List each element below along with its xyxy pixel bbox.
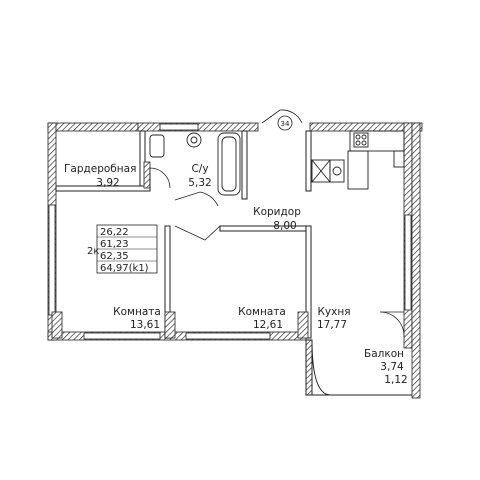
bathroom-fixtures xyxy=(149,132,241,196)
unit-badge-label: 34 xyxy=(281,120,290,128)
windows xyxy=(48,123,412,340)
kitchen-counter-side xyxy=(347,150,369,190)
room-area-bathroom: 5,32 xyxy=(188,177,211,189)
summary-value-3: 62,35 xyxy=(100,251,129,262)
room-area-room2: 12,61 xyxy=(253,319,283,331)
door-bath xyxy=(174,191,219,207)
window-room1 xyxy=(83,332,161,340)
burner-3-icon xyxy=(355,140,361,146)
room-name-room2: Комната xyxy=(238,306,286,318)
sink xyxy=(186,132,202,148)
wall-wardrobe-bottom xyxy=(55,185,151,192)
room-area-balcony: 3,74 xyxy=(380,361,404,373)
room-area-corridor: 8,00 xyxy=(273,220,296,232)
summary-value-1: 26,22 xyxy=(100,227,129,238)
pillar-4 xyxy=(143,161,151,189)
kitchen-sink xyxy=(329,159,345,183)
room-name-balcony: Балкон xyxy=(364,348,404,360)
pillar-2 xyxy=(51,311,63,339)
room-name-kitchen: Кухня xyxy=(317,306,350,318)
room-area-kitchen: 17,77 xyxy=(317,319,347,331)
doors xyxy=(149,109,405,337)
pillar-1 xyxy=(164,311,176,339)
summary-value-4: 64,97(k1) xyxy=(100,263,149,274)
interior-walls xyxy=(55,130,312,339)
window-room2 xyxy=(185,332,271,340)
room-name-room1: Комната xyxy=(113,306,161,318)
stove xyxy=(353,132,369,148)
room-area-room1: 13,61 xyxy=(130,319,160,331)
wall-top-left xyxy=(47,122,139,132)
unit-badge-circle xyxy=(277,115,293,131)
door-room1 xyxy=(174,225,221,241)
sink-drain xyxy=(190,136,198,144)
room-name-wardrobe: Гардеробная xyxy=(64,163,136,175)
kitchen-counter-top xyxy=(349,130,405,152)
apartment-type: 2к xyxy=(87,246,99,257)
door-wardrobe xyxy=(149,167,171,189)
pillars xyxy=(51,161,309,339)
wall-room2-kitchen xyxy=(305,225,312,339)
room-area-balcony-2: 1,12 xyxy=(384,374,407,386)
balcony-curve xyxy=(311,339,331,396)
toilet xyxy=(149,134,165,158)
room-area-wardrobe: 3,92 xyxy=(96,177,119,189)
burner-2-icon xyxy=(361,134,367,140)
bathtub xyxy=(217,132,241,196)
pillar-3 xyxy=(297,311,309,339)
wall-right-outer xyxy=(411,122,421,399)
balcony-wall-left xyxy=(305,339,313,396)
boiler-cross-b xyxy=(311,159,331,183)
fridge xyxy=(393,150,405,168)
door-balcony xyxy=(379,311,405,337)
window-kitchen xyxy=(404,214,412,311)
door-entrance xyxy=(261,109,303,124)
room-labels: Гардеробная 3,92 С/у 5,32 Коридор 8,00 К… xyxy=(64,163,408,386)
room-name-bathroom: С/у xyxy=(191,163,208,175)
kitchen-fixtures xyxy=(311,130,405,190)
balcony xyxy=(305,339,412,396)
area-summary: 2к 26,22 61,23 62,35 64,97(k1) xyxy=(87,224,158,274)
wall-kitchen-left xyxy=(305,130,312,192)
burner-4-icon xyxy=(361,140,367,146)
summary-value-2: 61,23 xyxy=(100,239,129,250)
bathtub-inner xyxy=(221,136,237,192)
burner-1-icon xyxy=(355,134,361,140)
unit-badge: 34 xyxy=(277,115,293,131)
wall-bath-right xyxy=(241,130,248,200)
kitchen-sink-bowl xyxy=(332,166,342,176)
room-name-corridor: Коридор xyxy=(253,206,301,218)
window-top xyxy=(159,123,199,131)
window-left xyxy=(48,204,56,316)
